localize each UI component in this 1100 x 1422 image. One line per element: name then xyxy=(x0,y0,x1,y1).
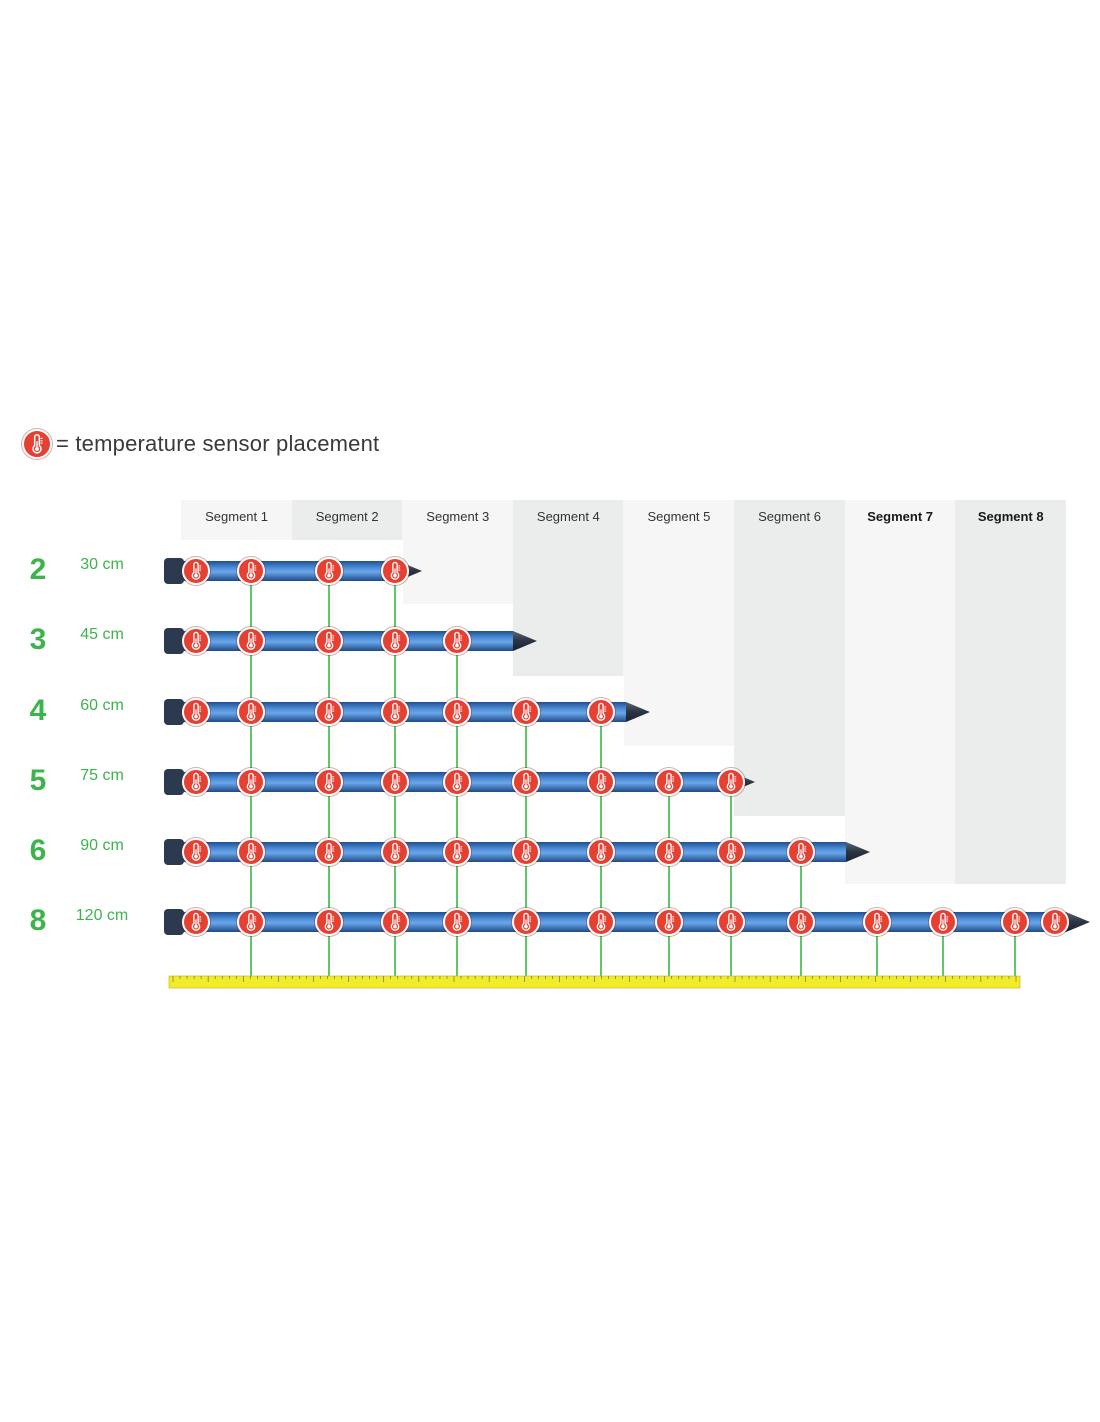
temperature-sensor-icon xyxy=(863,908,891,936)
temperature-sensor-icon xyxy=(717,768,745,796)
temperature-sensor-icon xyxy=(443,698,471,726)
temperature-sensor-icon xyxy=(237,908,265,936)
segment-label: Segment 8 xyxy=(977,509,1044,524)
temperature-sensor-icon xyxy=(315,698,343,726)
temperature-sensor-icon xyxy=(315,838,343,866)
probe-head xyxy=(164,839,184,865)
temperature-sensor-icon xyxy=(182,557,210,585)
probe-45cm xyxy=(164,628,537,654)
temperature-sensor-icon xyxy=(237,838,265,866)
temperature-sensor-icon xyxy=(443,838,471,866)
temperature-sensor-icon xyxy=(443,627,471,655)
row-segment-count: 3 xyxy=(29,623,47,656)
temperature-sensor-icon xyxy=(587,838,615,866)
segment-label: Segment 5 xyxy=(647,509,711,524)
row-probe-length: 120 cm xyxy=(75,907,129,924)
row-segment-count: 8 xyxy=(29,904,47,937)
temperature-sensor-icon xyxy=(443,768,471,796)
legend-text: = temperature sensor placement xyxy=(56,431,380,456)
temperature-sensor-icon xyxy=(787,908,815,936)
temperature-sensor-icon xyxy=(315,768,343,796)
temperature-sensor-icon xyxy=(717,908,745,936)
probe-head xyxy=(164,769,184,795)
temperature-sensor-icon xyxy=(1001,908,1029,936)
temperature-sensor-icon xyxy=(512,698,540,726)
probe-tip xyxy=(626,702,650,722)
probe-tip xyxy=(1066,912,1090,932)
temperature-sensor-icon xyxy=(655,908,683,936)
temperature-sensor-icon xyxy=(787,838,815,866)
temperature-sensor-icon xyxy=(587,698,615,726)
probe-head xyxy=(164,558,184,584)
temperature-sensor-icon xyxy=(237,627,265,655)
temperature-sensor-icon xyxy=(512,838,540,866)
temperature-sensor-icon xyxy=(182,698,210,726)
temperature-sensor-icon xyxy=(182,908,210,936)
temperature-sensor-icon xyxy=(315,627,343,655)
temperature-sensor-icon xyxy=(929,908,957,936)
segment-label: Segment 4 xyxy=(536,509,600,524)
segment-label: Segment 7 xyxy=(867,509,934,524)
measuring-tape xyxy=(168,975,1021,989)
temperature-sensor-icon xyxy=(182,768,210,796)
row-segment-count: 5 xyxy=(29,764,47,797)
temperature-sensor-icon xyxy=(237,698,265,726)
temperature-sensor-icon xyxy=(381,908,409,936)
temperature-sensor-icon xyxy=(381,627,409,655)
temperature-sensor-icon xyxy=(237,557,265,585)
temperature-sensor-icon xyxy=(512,908,540,936)
segment-label: Segment 3 xyxy=(426,509,490,524)
segment-label: Segment 6 xyxy=(758,509,821,524)
row-probe-length: 30 cm xyxy=(80,556,124,573)
probe-head xyxy=(164,699,184,725)
temperature-sensor-icon xyxy=(512,768,540,796)
temperature-sensor-icon xyxy=(182,627,210,655)
temperature-sensor-icon xyxy=(182,838,210,866)
row-segment-count: 4 xyxy=(29,694,47,727)
temperature-sensor-icon xyxy=(381,768,409,796)
temperature-sensor-icon xyxy=(587,908,615,936)
temperature-sensor-icon xyxy=(315,908,343,936)
probe-head xyxy=(164,628,184,654)
temperature-sensor-icon xyxy=(381,838,409,866)
legend: = temperature sensor placement xyxy=(22,428,379,460)
segment-label: Segment 2 xyxy=(315,509,379,524)
row-probe-length: 90 cm xyxy=(80,837,124,854)
row-probe-length: 75 cm xyxy=(80,767,124,784)
temperature-sensor-icon xyxy=(587,768,615,796)
temperature-sensor-icon xyxy=(237,768,265,796)
temperature-sensor-icon xyxy=(717,838,745,866)
row-probe-length: 45 cm xyxy=(80,626,124,643)
thermometer-icon xyxy=(22,429,52,459)
probe-head xyxy=(164,909,184,935)
probe-tip xyxy=(513,631,537,651)
temperature-sensor-icon xyxy=(1041,908,1069,936)
temperature-sensor-icon xyxy=(443,908,471,936)
segment-label: Segment 1 xyxy=(205,509,268,524)
row-probe-length: 60 cm xyxy=(80,697,124,714)
temperature-sensor-icon xyxy=(655,838,683,866)
probe-tip xyxy=(846,842,870,862)
temperature-sensor-icon xyxy=(315,557,343,585)
temperature-sensor-icon xyxy=(381,698,409,726)
row-segment-count: 6 xyxy=(29,834,47,867)
temperature-sensor-icon xyxy=(381,557,409,585)
temperature-sensor-icon xyxy=(655,768,683,796)
row-segment-count: 2 xyxy=(29,553,47,586)
